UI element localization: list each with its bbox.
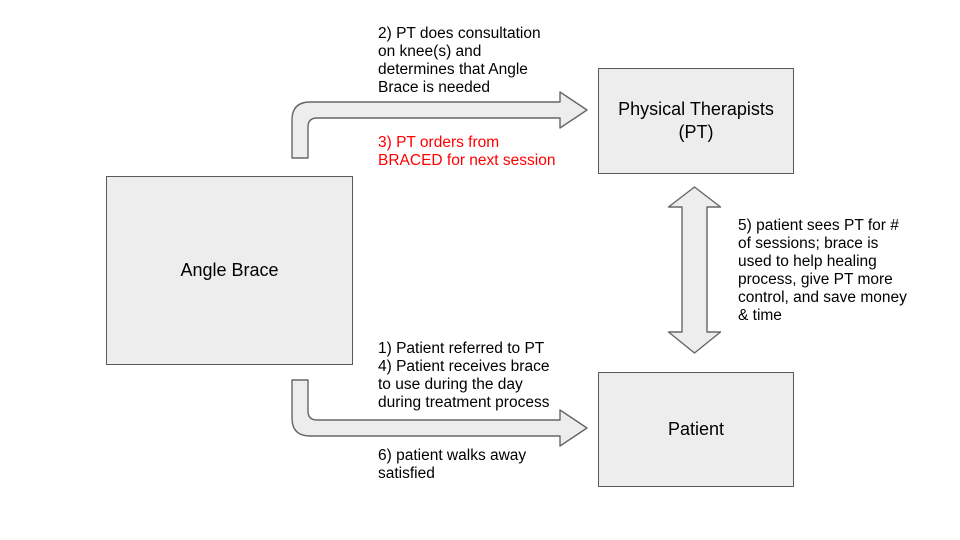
node-physical-therapists: Physical Therapists (PT)	[598, 68, 794, 174]
annotation-steps-1-and-4: 1) Patient referred to PT 4) Patient rec…	[378, 340, 550, 411]
double-arrow-pt-patient-icon	[667, 186, 722, 354]
annotation-step-5: 5) patient sees PT for # of sessions; br…	[738, 217, 907, 324]
annotation-step-6: 6) patient walks away satisfied	[378, 447, 527, 482]
annotation-step-2: 2) PT does consultation on knee(s) and d…	[378, 25, 541, 96]
node-angle-brace: Angle Brace	[106, 176, 353, 365]
annotation-step-3: 3) PT orders from BRACED for next sessio…	[378, 134, 556, 169]
node-patient: Patient	[598, 372, 794, 487]
node-physical-therapists-label: Physical Therapists (PT)	[618, 99, 774, 142]
node-patient-label: Patient	[667, 419, 725, 439]
node-angle-brace-label: Angle Brace	[180, 260, 279, 280]
